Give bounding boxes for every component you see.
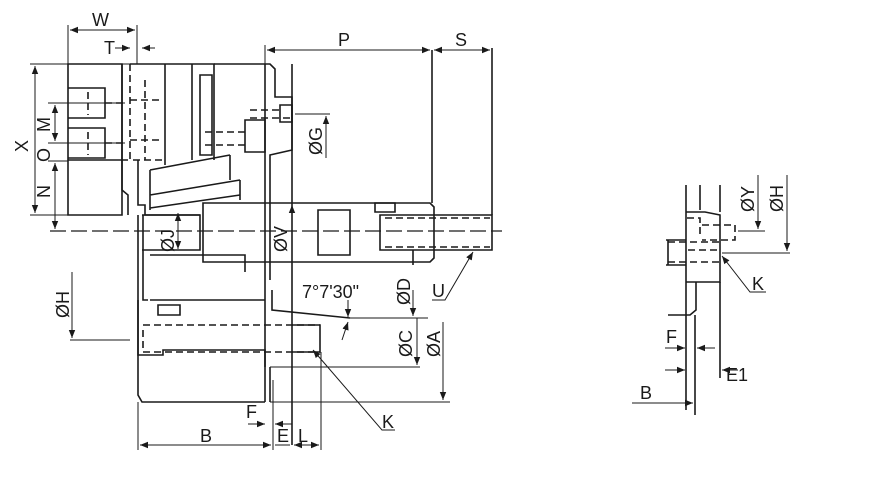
label-a: ØA xyxy=(424,331,444,357)
label-angle: 7°7'30" xyxy=(302,282,359,302)
label-l: L xyxy=(298,426,308,446)
main-view: W T P S X M O N ØG ØJ ØV ØD ØC ØA ØH 7°7… xyxy=(12,10,502,450)
label-o: O xyxy=(34,148,54,162)
dimensions xyxy=(30,25,490,450)
side-view: ØY ØH K F E1 B xyxy=(632,175,791,415)
label-p: P xyxy=(338,30,350,50)
label-f: F xyxy=(246,402,257,422)
side-label-y: ØY xyxy=(738,186,758,212)
side-label-h: ØH xyxy=(767,185,787,212)
spindle xyxy=(142,48,493,265)
label-w: W xyxy=(92,10,109,30)
label-u: U xyxy=(432,281,445,301)
label-k: K xyxy=(382,412,394,432)
label-d: ØD xyxy=(394,278,414,305)
label-m: M xyxy=(34,117,54,132)
label-h: ØH xyxy=(53,291,73,318)
label-x: X xyxy=(12,140,32,152)
label-e: E xyxy=(277,426,289,446)
label-g: ØG xyxy=(306,127,326,155)
label-c: ØC xyxy=(396,330,416,357)
label-b: B xyxy=(200,426,212,446)
side-label-k: K xyxy=(752,274,764,294)
label-n: N xyxy=(34,185,54,198)
side-label-b: B xyxy=(640,383,652,403)
label-s: S xyxy=(455,30,467,50)
side-label-e1: E1 xyxy=(726,365,748,385)
jaw-assembly xyxy=(67,63,241,216)
label-v: ØV xyxy=(271,226,291,252)
side-label-f: F xyxy=(666,327,677,347)
label-t: T xyxy=(104,38,115,58)
label-j: ØJ xyxy=(158,229,178,252)
